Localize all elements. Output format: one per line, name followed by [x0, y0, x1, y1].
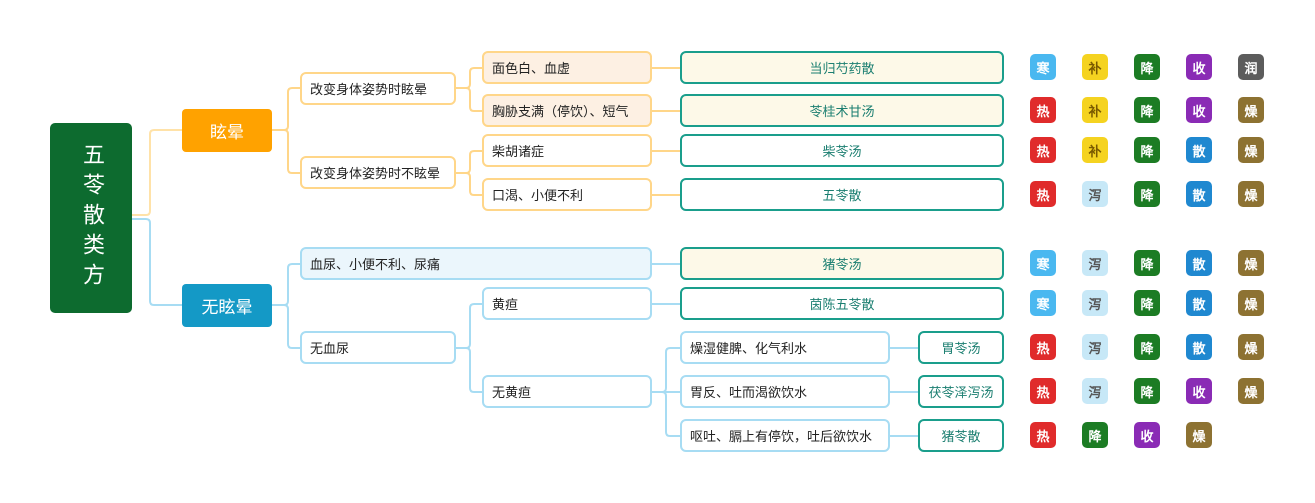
- branch-dizziness: 眩晕: [182, 109, 272, 152]
- symptom-pale-blood-deficiency: 面色白、血虚: [482, 51, 652, 84]
- tag-5-0: 寒: [1030, 290, 1056, 316]
- tag-3-4: 燥: [1238, 181, 1264, 207]
- tag-5-3: 散: [1186, 290, 1212, 316]
- symptom-vomiting: 呕吐、膈上有停饮，吐后欲饮水: [680, 419, 890, 452]
- symptom-chaihu: 柴胡诸症: [482, 134, 652, 167]
- formula-weiling: 胃苓汤: [918, 331, 1004, 364]
- tag-6-2: 降: [1134, 334, 1160, 360]
- tag-8-2: 收: [1134, 422, 1160, 448]
- condition-hematuria: 血尿、小便不利、尿痛: [300, 247, 652, 280]
- tag-4-0: 寒: [1030, 250, 1056, 276]
- tag-4-4: 燥: [1238, 250, 1264, 276]
- root-node: 五苓散类方: [50, 123, 132, 313]
- tag-8-3: 燥: [1186, 422, 1212, 448]
- tag-7-4: 燥: [1238, 378, 1264, 404]
- formula-linggui-zhugan: 苓桂术甘汤: [680, 94, 1004, 127]
- tag-2-3: 散: [1186, 137, 1212, 163]
- tag-5-1: 泻: [1082, 290, 1108, 316]
- tag-1-0: 热: [1030, 97, 1056, 123]
- symptom-dry-damp: 燥湿健脾、化气利水: [680, 331, 890, 364]
- tag-1-4: 燥: [1238, 97, 1264, 123]
- tag-2-1: 补: [1082, 137, 1108, 163]
- tag-4-2: 降: [1134, 250, 1160, 276]
- tag-3-1: 泻: [1082, 181, 1108, 207]
- tag-2-0: 热: [1030, 137, 1056, 163]
- formula-yinchen-wuling: 茵陈五苓散: [680, 287, 1004, 320]
- tag-2-4: 燥: [1238, 137, 1264, 163]
- tag-7-1: 泻: [1082, 378, 1108, 404]
- formula-fuling-zexie: 茯苓泽泻汤: [918, 375, 1004, 408]
- condition-jaundice: 黄疸: [482, 287, 652, 320]
- branch-no-dizziness: 无眩晕: [182, 284, 272, 327]
- tag-6-4: 燥: [1238, 334, 1264, 360]
- tag-4-1: 泻: [1082, 250, 1108, 276]
- tag-6-1: 泻: [1082, 334, 1108, 360]
- tag-7-2: 降: [1134, 378, 1160, 404]
- tag-0-2: 降: [1134, 54, 1160, 80]
- tag-8-1: 降: [1082, 422, 1108, 448]
- condition-posture-not-dizzy: 改变身体姿势时不眩晕: [300, 156, 456, 189]
- tag-6-3: 散: [1186, 334, 1212, 360]
- tag-8-0: 热: [1030, 422, 1056, 448]
- tag-2-2: 降: [1134, 137, 1160, 163]
- tag-1-2: 降: [1134, 97, 1160, 123]
- condition-no-hematuria: 无血尿: [300, 331, 456, 364]
- condition-posture-dizzy: 改变身体姿势时眩晕: [300, 72, 456, 105]
- tag-4-3: 散: [1186, 250, 1212, 276]
- tag-1-1: 补: [1082, 97, 1108, 123]
- symptom-stomach-reflux: 胃反、吐而渴欲饮水: [680, 375, 890, 408]
- tag-0-3: 收: [1186, 54, 1212, 80]
- tag-0-4: 润: [1238, 54, 1264, 80]
- formula-zhuling-san: 猪苓散: [918, 419, 1004, 452]
- formula-chailing: 柴苓汤: [680, 134, 1004, 167]
- formula-danggui-shaoyao: 当归芍药散: [680, 51, 1004, 84]
- symptom-thirst: 口渴、小便不利: [482, 178, 652, 211]
- tag-5-2: 降: [1134, 290, 1160, 316]
- tag-7-0: 热: [1030, 378, 1056, 404]
- tag-6-0: 热: [1030, 334, 1056, 360]
- tag-1-3: 收: [1186, 97, 1212, 123]
- tag-7-3: 收: [1186, 378, 1212, 404]
- tag-0-1: 补: [1082, 54, 1108, 80]
- condition-no-jaundice: 无黄疸: [482, 375, 652, 408]
- symptom-chest-fullness: 胸胁支满（停饮）、短气: [482, 94, 652, 127]
- tag-3-0: 热: [1030, 181, 1056, 207]
- tag-5-4: 燥: [1238, 290, 1264, 316]
- formula-wuling: 五苓散: [680, 178, 1004, 211]
- tag-3-2: 降: [1134, 181, 1160, 207]
- tag-0-0: 寒: [1030, 54, 1056, 80]
- formula-zhuling-tang: 猪苓汤: [680, 247, 1004, 280]
- tag-3-3: 散: [1186, 181, 1212, 207]
